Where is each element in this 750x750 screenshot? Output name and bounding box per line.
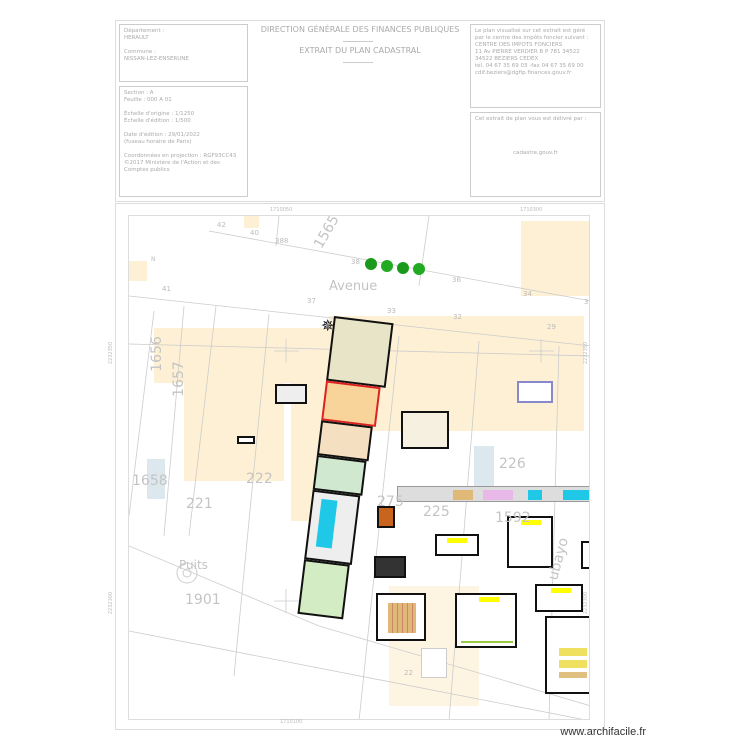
coord-label: 2232300 — [108, 591, 115, 615]
street-number: 37 — [307, 297, 316, 305]
room — [312, 454, 367, 496]
building — [184, 376, 284, 481]
legend-card — [535, 584, 583, 612]
tree-row — [365, 258, 429, 275]
tax-center-city: 34522 BEZIERS CEDEX — [475, 56, 539, 62]
legend-card — [507, 516, 553, 568]
street-number: 38 — [351, 258, 360, 266]
parcel-number: 1901 — [185, 592, 221, 608]
north-arrow: N — [151, 256, 156, 263]
tax-center-line: Le plan visualisé sur cet extrait est gé… — [475, 28, 586, 34]
street-number: 42 — [217, 221, 226, 229]
edition-scale: Échelle d'édition : 1/500 — [124, 118, 191, 124]
coord-label: 1710050 — [270, 207, 293, 213]
copyright-1: ©2017 Ministère de l'Action et des — [124, 160, 220, 166]
water — [147, 459, 165, 499]
map-area: 42 40 388 38 36 34 32 41 37 33 32 29 22 … — [128, 215, 590, 720]
tax-center-line: par le centre des impôts foncier suivant… — [475, 35, 589, 41]
site-link[interactable]: cadastre.gouv.fr — [513, 150, 558, 156]
parcel-number: 225 — [423, 504, 450, 520]
plan-detail — [377, 506, 395, 528]
delivery-box: Cet extrait de plan vous est délivré par… — [470, 112, 601, 197]
projection: Coordonnées en projection : RGF93CC43 — [124, 153, 237, 159]
section: Section : A — [124, 90, 154, 96]
compass-rose-icon: ✵ — [321, 316, 335, 335]
street-number: 32 — [453, 313, 462, 321]
document-title: EXTRAIT DU PLAN CADASTRAL — [299, 46, 421, 55]
tax-center-box: Le plan visualisé sur cet extrait est gé… — [470, 24, 601, 108]
garden — [297, 559, 350, 620]
parcel-number: 1657 — [170, 361, 187, 397]
plan-detail — [237, 436, 255, 444]
street-number: 388 — [275, 237, 289, 245]
watermark: www.archifacile.fr — [560, 726, 646, 738]
edition-date: Date d'édition : 29/01/2022 — [124, 132, 200, 138]
divider — [343, 41, 373, 42]
tax-center-address: 11 Av PIERRE VERDIER B P 781 34522 — [475, 49, 580, 55]
tax-center-email: cdif.beziers@dgfip.finances.gouv.fr — [475, 70, 572, 76]
room — [321, 380, 381, 427]
divider — [343, 62, 373, 63]
coord-label: 2232350 — [108, 341, 115, 365]
street-number: 32 — [584, 298, 589, 306]
copyright-2: Comptes publics — [124, 167, 170, 173]
well-label: Puits — [179, 558, 208, 572]
commune-label: Commune : — [124, 49, 156, 55]
street-number: 29 — [547, 323, 556, 331]
parcel-number: 1658 — [132, 473, 168, 489]
street-number: 34 — [523, 290, 532, 298]
coord-label: 2232300 — [583, 591, 590, 615]
location-box: Département : HERAULT Commune : NISSAN-L… — [119, 24, 248, 82]
sheet: Feuille : 000 A 01 — [124, 97, 172, 103]
agency-title: DIRECTION GÉNÉRALE DES FINANCES PUBLIQUE… — [260, 25, 460, 34]
legend-card — [455, 593, 517, 648]
street-number: 22 — [404, 669, 413, 677]
coord-label: 1710100 — [280, 719, 303, 725]
coord-label: 1710300 — [520, 207, 543, 213]
delivery-label: Cet extrait de plan vous est délivré par… — [475, 116, 587, 122]
parcel-number: 1592 — [495, 510, 531, 526]
legend-card — [545, 616, 589, 694]
garden-elevation — [397, 486, 589, 502]
origin-scale: Échelle d'origine : 1/1250 — [124, 111, 195, 117]
parcel-number: 221 — [186, 496, 213, 512]
legend-card — [435, 534, 479, 556]
timezone: (fuseau horaire de Paris) — [124, 139, 192, 145]
tax-center-name: CENTRE DES IMPOTS FONCIERS — [475, 42, 563, 48]
parcel-number: 222 — [246, 471, 273, 487]
tax-center-phone: tél. 04 67 35 69 03 -fax 04 67 35 69 00 — [475, 63, 584, 69]
commune-value: NISSAN-LEZ-ENSERUNE — [124, 56, 189, 62]
parcel-number: 226 — [499, 456, 526, 472]
street-name: Avenue — [329, 279, 378, 294]
pergola-plan — [376, 593, 426, 641]
water — [474, 446, 494, 486]
parcel-number: 275 — [377, 494, 404, 510]
street-number: 41 — [162, 285, 171, 293]
department-value: HERAULT — [124, 35, 149, 41]
room — [326, 316, 394, 388]
street-number: 33 — [387, 307, 396, 315]
legend-note — [421, 648, 447, 678]
parcel-lines — [129, 216, 589, 719]
department-label: Département : — [124, 28, 165, 34]
pool-area — [304, 489, 361, 566]
pool — [315, 498, 338, 549]
plan-detail — [374, 556, 406, 578]
plan-detail — [401, 411, 449, 449]
parcel-number: 1656 — [148, 336, 165, 372]
coord-label: 2232350 — [583, 341, 590, 365]
street-number: 40 — [250, 229, 259, 237]
plan-detail — [517, 381, 553, 403]
street-number: 36 — [452, 276, 461, 284]
legend-card — [581, 541, 589, 569]
section-box: Section : A Feuille : 000 A 01 Échelle d… — [119, 86, 248, 197]
plan-detail — [275, 384, 307, 404]
